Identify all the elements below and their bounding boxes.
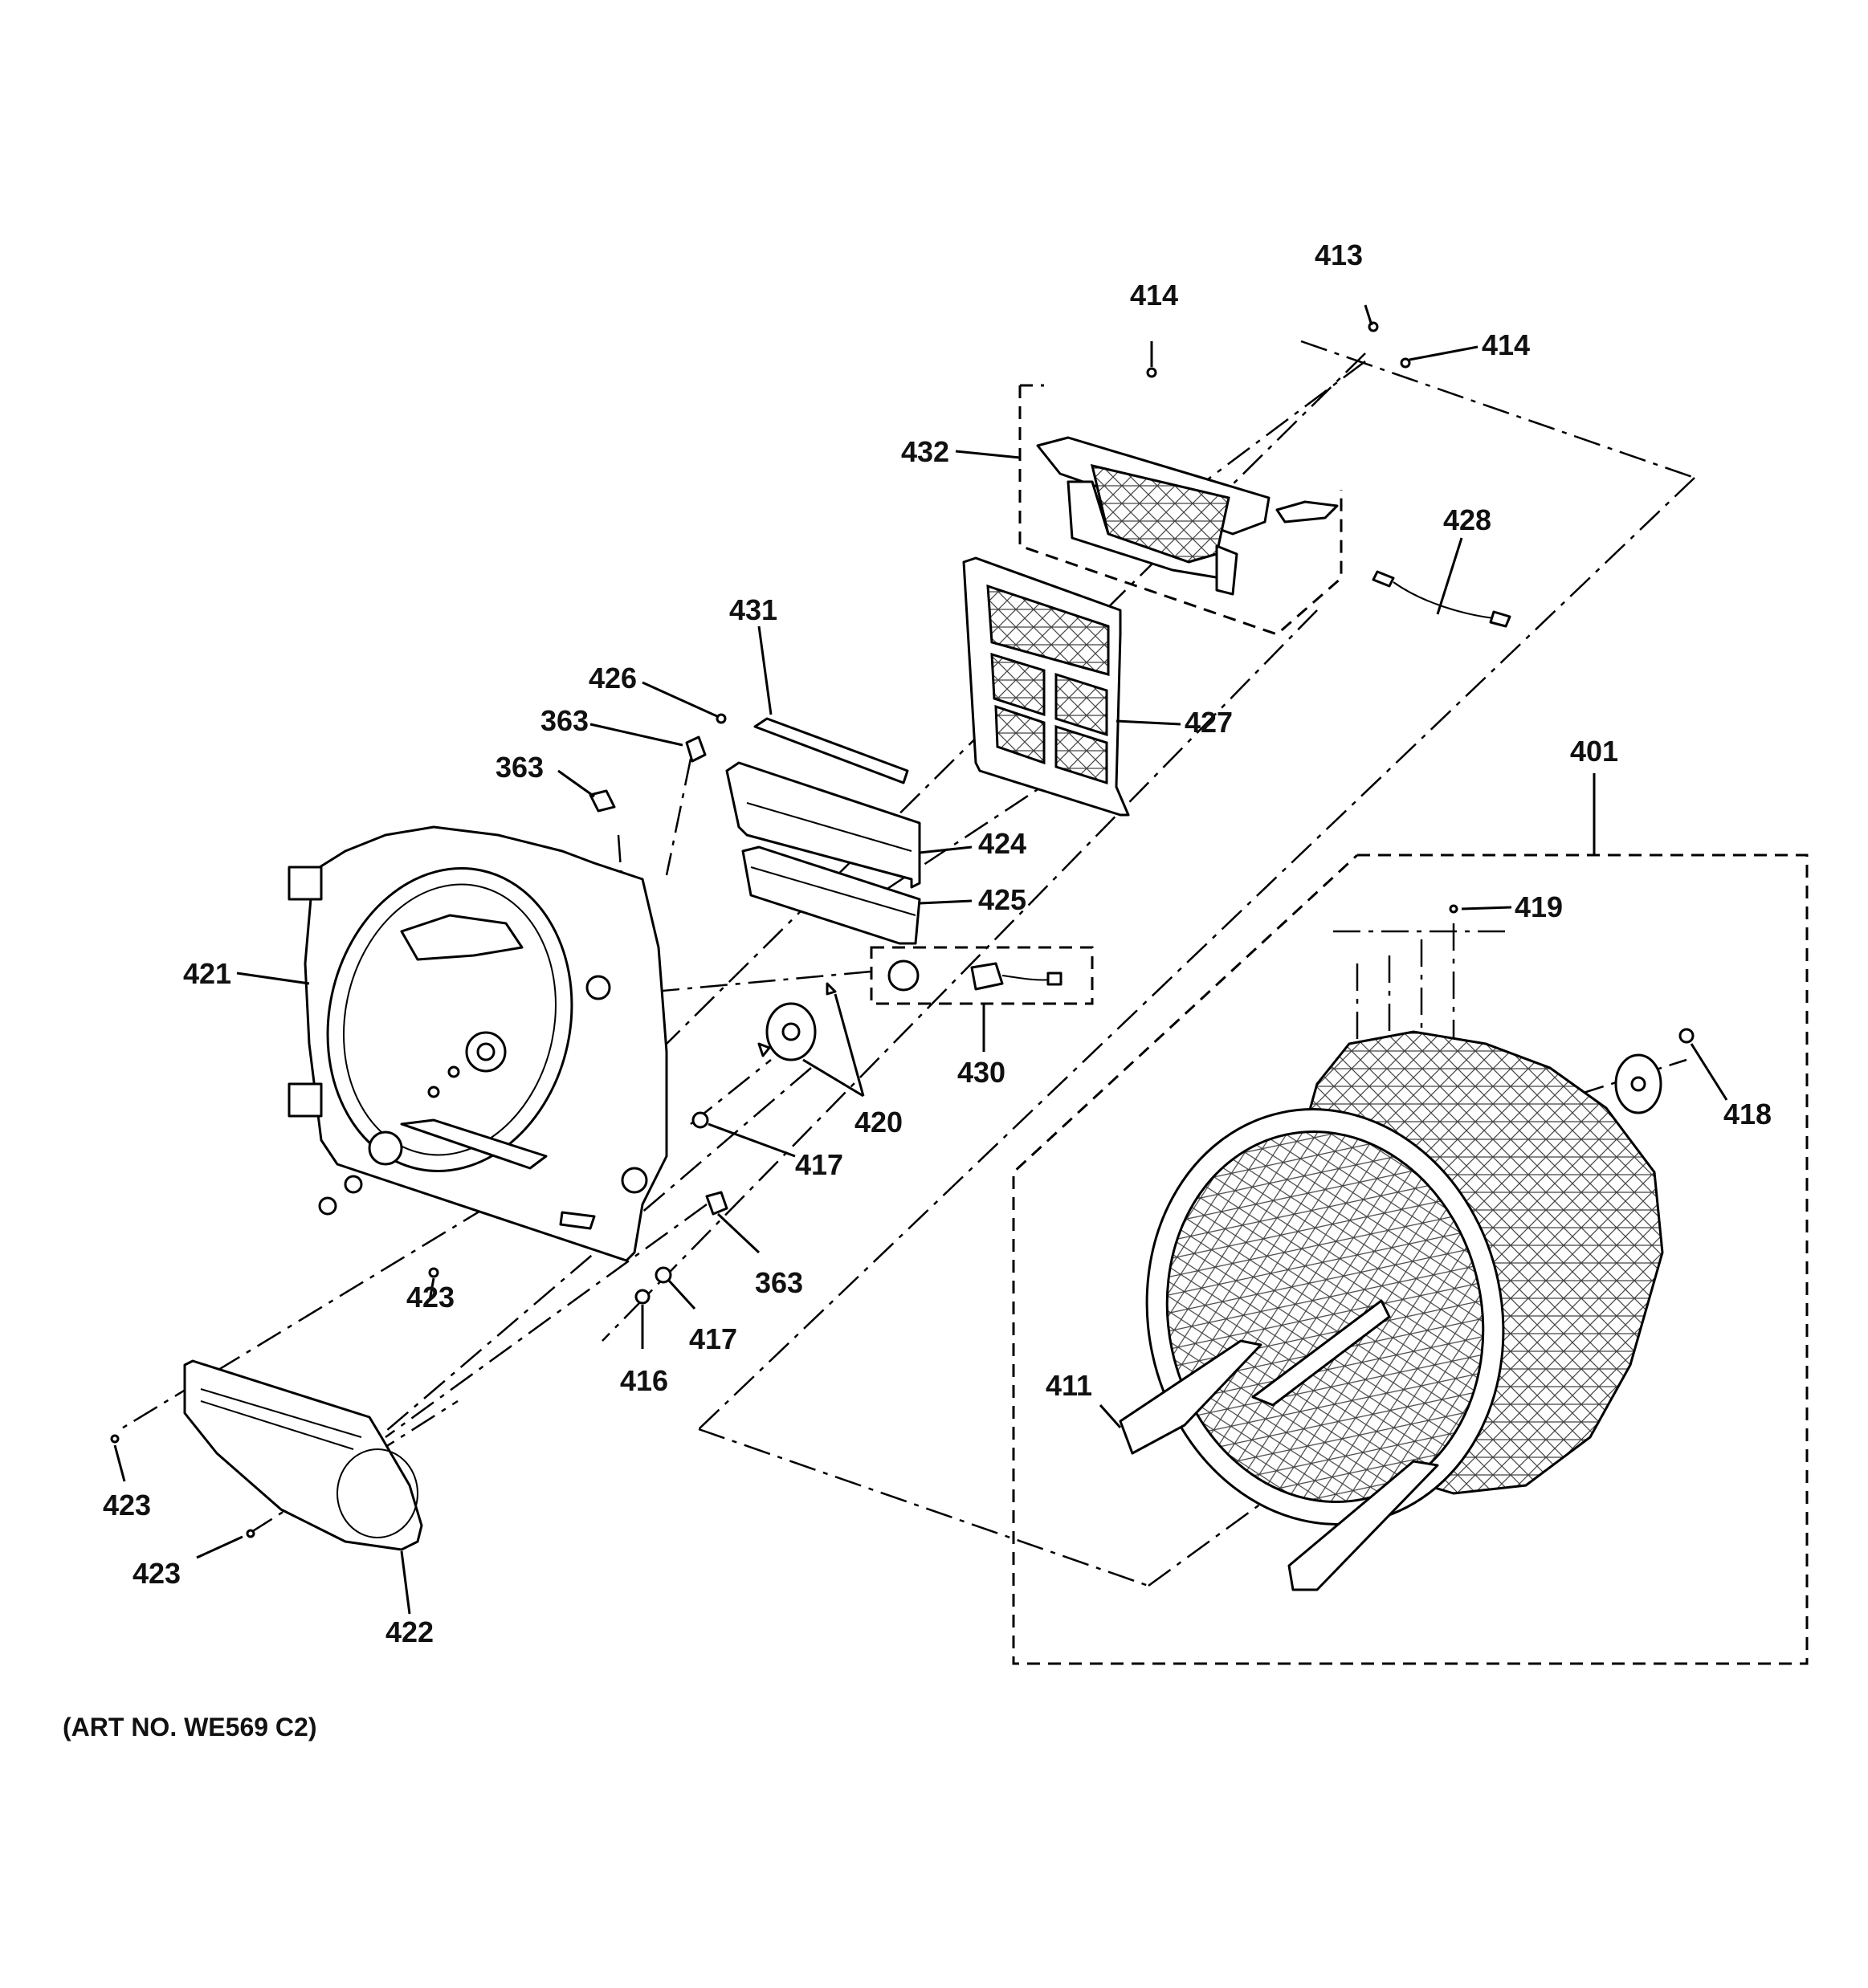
filter-housing-432 [1036,321,1411,596]
callout-420: 420 [854,1106,903,1139]
callout-431: 431 [729,593,777,626]
callout-417-lower: 417 [689,1322,737,1355]
callout-labels: 413 414 414 432 428 431 426 363 363 427 … [103,238,1772,1648]
callout-432: 432 [901,435,949,468]
callout-422: 422 [385,1615,434,1648]
callout-426: 426 [589,662,637,695]
callout-414-top: 414 [1130,279,1178,312]
callout-416: 416 [620,1364,668,1397]
leader-lines [113,304,1728,1615]
drum-assembly-boundary [1012,853,1809,1665]
lint-filter-427 [962,556,1130,817]
callout-421: 421 [183,957,231,990]
callout-419: 419 [1515,890,1563,923]
callout-363-bottom: 363 [755,1266,803,1299]
callout-425: 425 [978,883,1026,916]
washers-417-416 [428,1111,709,1305]
callout-363-top: 363 [540,704,589,737]
callout-417-upper: 417 [795,1148,843,1181]
drum-401 [1119,904,1695,1591]
callout-414-right: 414 [1482,328,1530,361]
front-bulkhead-421 [288,825,668,1262]
filter-assembly-boundary [1018,385,1343,636]
callout-418: 418 [1723,1098,1772,1130]
callout-423-left: 423 [103,1489,151,1522]
callout-363-left: 363 [496,751,544,784]
callout-427: 427 [1185,706,1233,739]
sensor-assembly-boundary [870,946,1094,1005]
sensor-430 [887,959,1062,992]
callout-413: 413 [1315,238,1363,271]
roller-420 [757,982,837,1061]
callout-423-middle: 423 [406,1281,455,1314]
trap-cover-431 [716,713,909,784]
callout-423-bottom: 423 [133,1557,181,1590]
callout-411: 411 [1046,1369,1092,1402]
wire-harness-428 [1372,570,1511,628]
callout-424: 424 [978,827,1026,860]
assembly-boundaries [870,384,1809,1665]
callout-430: 430 [957,1056,1005,1089]
duct-422 [110,1359,423,1551]
lint-duct-425 [741,845,921,945]
art-number: (ART NO. WE569 C2) [63,1713,316,1742]
callout-401: 401 [1570,735,1618,768]
callout-428: 428 [1443,503,1491,536]
clip-363 [589,735,728,1216]
lint-duct-424 [725,761,921,889]
